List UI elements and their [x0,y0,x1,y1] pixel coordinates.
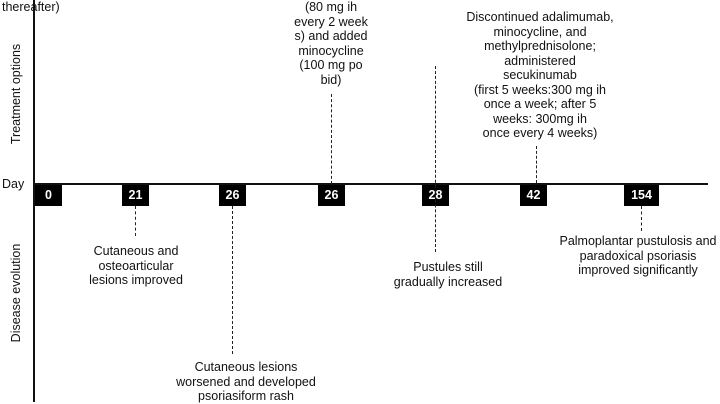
note-line: lesions improved [89,273,183,287]
treatment-note-day42: Discontinued adalimumab, minocycline, an… [466,10,613,141]
day-label: Day [2,177,25,191]
note-line: worsened and developed [176,374,316,389]
treatment-note-day26: (80 mg ih every 2 week s) and added mino… [294,0,368,87]
connector-day42 [536,146,537,183]
treatment-note-top-left: thereafter) [2,0,60,14]
day-marker-26a: 26 [219,185,246,206]
note-line: methylprednisolone; [484,39,596,53]
disease-note-day26: Cutaneous lesions worsened and developed… [176,360,316,404]
note-line: bid) [320,72,342,87]
note-line: Cutaneous lesions [194,360,298,374]
disease-note-day21: Cutaneous and osteoarticular lesions imp… [89,244,183,288]
day-marker-26b: 26 [318,185,345,206]
disease-note-day28: Pustules still gradually increased [394,260,502,289]
note-line: (80 mg ih [304,0,358,14]
disease-evolution-label: Disease evolution [9,243,23,343]
connector-day21 [135,206,136,236]
disease-note-day154: Palmoplantar pustulosis and paradoxical … [559,234,716,278]
note-line: Palmoplantar pustulosis and [559,234,717,248]
note-line: (100 mg po [299,58,363,72]
vertical-axis-line [33,0,35,402]
note-line: secukinumab [503,68,577,82]
note-line: Discontinued adalimumab, [466,10,614,24]
connector-day26-up [331,94,332,184]
day-marker-21: 21 [122,185,149,206]
day-marker-42: 42 [520,185,547,206]
note-line: s) and added [294,29,368,43]
treatment-options-label: Treatment options [9,43,23,145]
note-line: weeks: 300mg ih [493,111,587,126]
note-line: improved significantly [578,263,698,277]
note-line: psoriasiform rash [198,389,294,403]
note-line: minocycline, and [493,24,587,39]
note-line: every 2 week [294,14,368,29]
note-line: Pustules still [413,260,483,274]
connector-day28 [435,66,436,252]
note-line: paradoxical psoriasis [579,248,697,263]
connector-day26-down [232,206,233,354]
note-line: gradually increased [393,274,503,289]
timeline-line [33,183,708,185]
note-line: Cutaneous and [93,244,179,258]
note-line: osteoarticular [98,258,174,273]
note-line: once a week; after 5 [483,97,597,111]
day-marker-154: 154 [624,185,659,206]
connector-day154 [641,206,642,231]
note-line: minocycline [298,43,364,58]
note-line: administered [504,53,576,68]
note-line: once every 4 weeks) [482,126,598,140]
note-line: (first 5 weeks:300 mg ih [474,82,606,97]
day-marker-0: 0 [35,185,62,206]
